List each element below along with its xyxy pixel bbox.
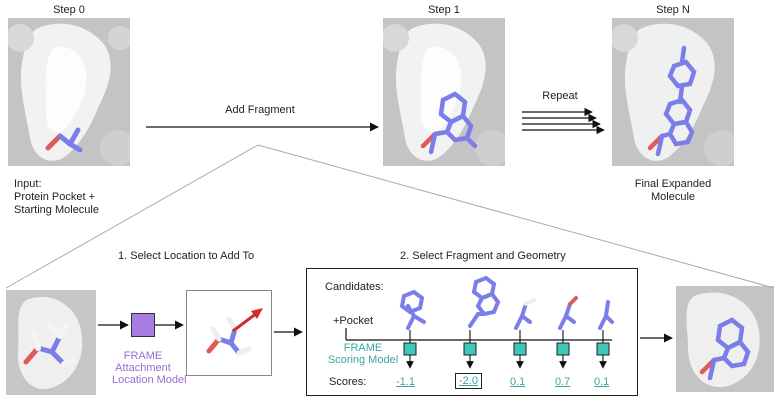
step1-protein-pocket-image	[383, 18, 505, 166]
score-value-1: -1.1	[396, 376, 415, 388]
molecule-with-hydrogens	[23, 323, 77, 367]
score-value-2-selected: -2.0	[455, 373, 482, 389]
scoring-model-label: FRAME Scoring Model	[324, 342, 402, 366]
attachment-model-line3: Location Model	[112, 374, 187, 386]
section1-title: 1. Select Location to Add To	[118, 250, 255, 262]
scoring-model-line2: Scoring Model	[327, 354, 399, 366]
final-caption: Final Expanded Molecule	[612, 178, 734, 204]
pocket-label: +Pocket	[333, 315, 374, 327]
final-caption-line2: Molecule	[650, 191, 696, 203]
score-value-5: 0.1	[594, 376, 610, 388]
candidates-label: Candidates:	[325, 281, 384, 293]
attachment-model-box	[131, 313, 155, 337]
input-caption-line2: Protein Pocket +	[14, 191, 96, 203]
score-value-4: 0.7	[555, 376, 571, 388]
pocket-closeup-image	[6, 290, 96, 395]
score-value-3: 0.1	[510, 376, 526, 388]
step1-label: Step 1	[428, 4, 460, 16]
input-caption-line1: Input:	[14, 178, 42, 190]
expansion-lines	[5, 144, 775, 289]
input-caption: Input: Protein Pocket + Starting Molecul…	[14, 178, 99, 217]
step0-protein-pocket-image	[8, 18, 130, 166]
repeat-label: Repeat	[542, 90, 578, 102]
attachment-model-label: FRAME Attachment Location Model	[112, 350, 187, 386]
scores-label: Scores:	[329, 376, 367, 388]
attachment-model-line1: FRAME	[123, 350, 163, 362]
repeat-arrows	[522, 107, 605, 135]
input-caption-line3: Starting Molecule	[14, 204, 99, 216]
attachment-location-image	[186, 290, 272, 376]
selected-molecule	[699, 317, 751, 381]
section2-title: 2. Select Fragment and Geometry	[400, 250, 566, 262]
final-caption-line1: Final Expanded	[634, 178, 712, 190]
step0-label: Step 0	[53, 4, 85, 16]
add-fragment-label: Add Fragment	[225, 104, 295, 116]
stepN-label: Step N	[656, 4, 690, 16]
selected-result-image	[676, 286, 774, 392]
attachment-direction-arrow-icon	[232, 308, 263, 333]
scoring-model-line1: FRAME	[343, 342, 383, 354]
attachment-model-line2: Attachment	[115, 362, 171, 374]
stepN-protein-pocket-image	[612, 18, 734, 166]
